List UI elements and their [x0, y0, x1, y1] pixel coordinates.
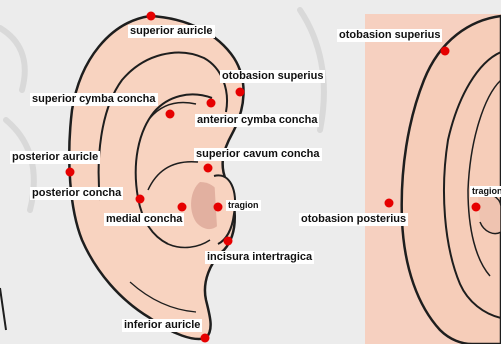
superior-cavum-concha-label: superior cavum concha: [194, 148, 322, 161]
right-ear-view: [365, 14, 501, 344]
otobasion-superius-left-label: otobasion superius: [220, 70, 325, 83]
otobasion-superius-left-point: [236, 88, 245, 97]
head-edge-left: [0, 288, 6, 330]
posterior-concha-label: posterior concha: [30, 187, 123, 200]
incisura-intertragica-label: incisura intertragica: [205, 251, 314, 264]
posterior-auricle-point: [66, 168, 75, 177]
inferior-auricle-point: [201, 334, 210, 343]
medial-concha-label: medial concha: [104, 213, 184, 226]
inferior-auricle-label: inferior auricle: [122, 319, 202, 332]
superior-cymba-concha-point: [166, 110, 175, 119]
tragion-right-point: [472, 203, 481, 212]
otobasion-posterius-label: otobasion posterius: [299, 213, 408, 226]
tragion-left-point: [214, 203, 223, 212]
otobasion-posterius-point: [385, 199, 394, 208]
superior-auricle-label: superior auricle: [128, 25, 215, 38]
incisura-intertragica-point: [224, 237, 233, 246]
superior-auricle-point: [147, 12, 156, 21]
tragion-left-label: tragion: [226, 200, 261, 211]
left-ear: [69, 16, 243, 339]
anterior-cymba-concha-point: [207, 99, 216, 108]
otobasion-superius-right-label: otobasion superius: [337, 29, 442, 42]
otobasion-superius-right-point: [441, 47, 450, 56]
posterior-concha-point: [136, 195, 145, 204]
anterior-cymba-concha-label: anterior cymba concha: [195, 114, 319, 127]
medial-concha-point: [178, 203, 187, 212]
tragion-right-label: tragion: [470, 186, 501, 197]
posterior-auricle-label: posterior auricle: [10, 151, 100, 164]
superior-cymba-concha-label: superior cymba concha: [30, 93, 158, 106]
superior-cavum-concha-point: [204, 164, 213, 173]
